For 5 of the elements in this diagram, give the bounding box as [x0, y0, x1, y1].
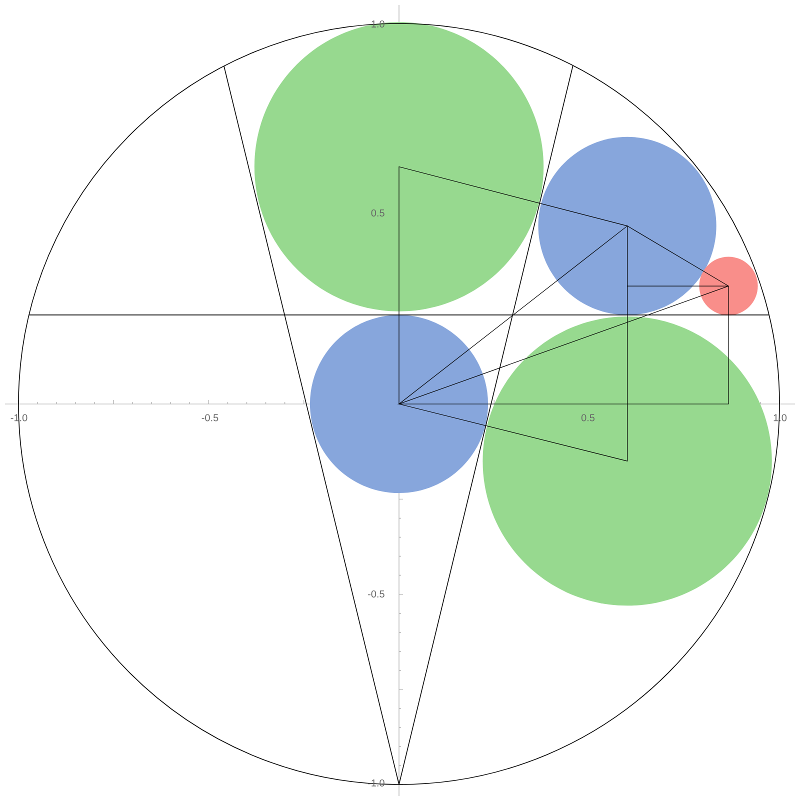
tick-label: -0.5	[368, 590, 384, 598]
tick-label: 0.5	[371, 209, 384, 217]
tick-label: 1.0	[372, 20, 384, 28]
tick-label: 0.5	[581, 414, 595, 422]
tick-label: -0.5	[202, 414, 218, 422]
